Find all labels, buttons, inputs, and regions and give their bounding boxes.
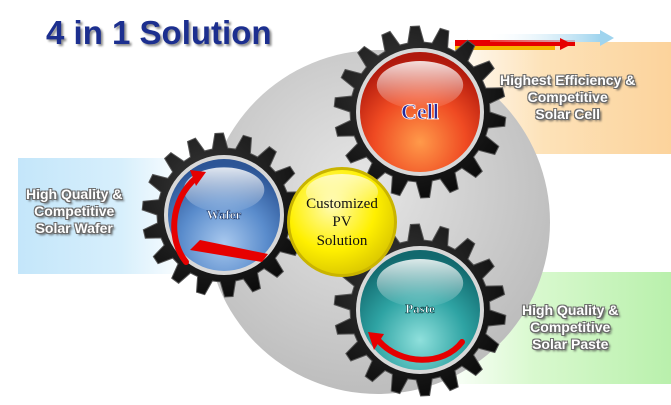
wafer-caption-line-1: High Quality & (26, 186, 123, 202)
cell-caption-line-1: Highest Efficiency & (500, 72, 636, 88)
paste-caption-line-1: High Quality & (522, 302, 619, 318)
cell-caption-line-3: Solar Cell (535, 106, 600, 122)
center-line-3: Solution (317, 233, 368, 249)
center-line-1: Customized (306, 196, 378, 212)
page-title: 4 in 1 Solution (46, 14, 272, 51)
cell-label: Cell (401, 99, 439, 124)
wafer-caption: High Quality & Competitive Solar Wafer (26, 186, 122, 237)
wafer-rotation-arrow-icon (171, 170, 268, 265)
paste-label: Paste (405, 301, 435, 316)
paste-rotation-arrow-icon (368, 332, 465, 363)
cell-caption-line-2: Competitive (527, 89, 608, 105)
center-line-2: PV (332, 214, 351, 230)
wafer-caption-line-3: Solar Wafer (35, 220, 113, 236)
paste-gear (333, 223, 507, 397)
cell-gear (333, 25, 507, 199)
paste-caption: High Quality & Competitive Solar Paste (522, 302, 618, 353)
wafer-label: Wafer (207, 207, 242, 222)
center-sphere: Customized PV Solution (287, 167, 397, 277)
cell-caption: Highest Efficiency & Competitive Solar C… (500, 72, 635, 123)
paste-caption-line-2: Competitive (530, 319, 611, 335)
paste-caption-line-3: Solar Paste (532, 336, 609, 352)
wafer-caption-line-2: Competitive (34, 203, 115, 219)
flow-arrow-icon (455, 30, 614, 50)
